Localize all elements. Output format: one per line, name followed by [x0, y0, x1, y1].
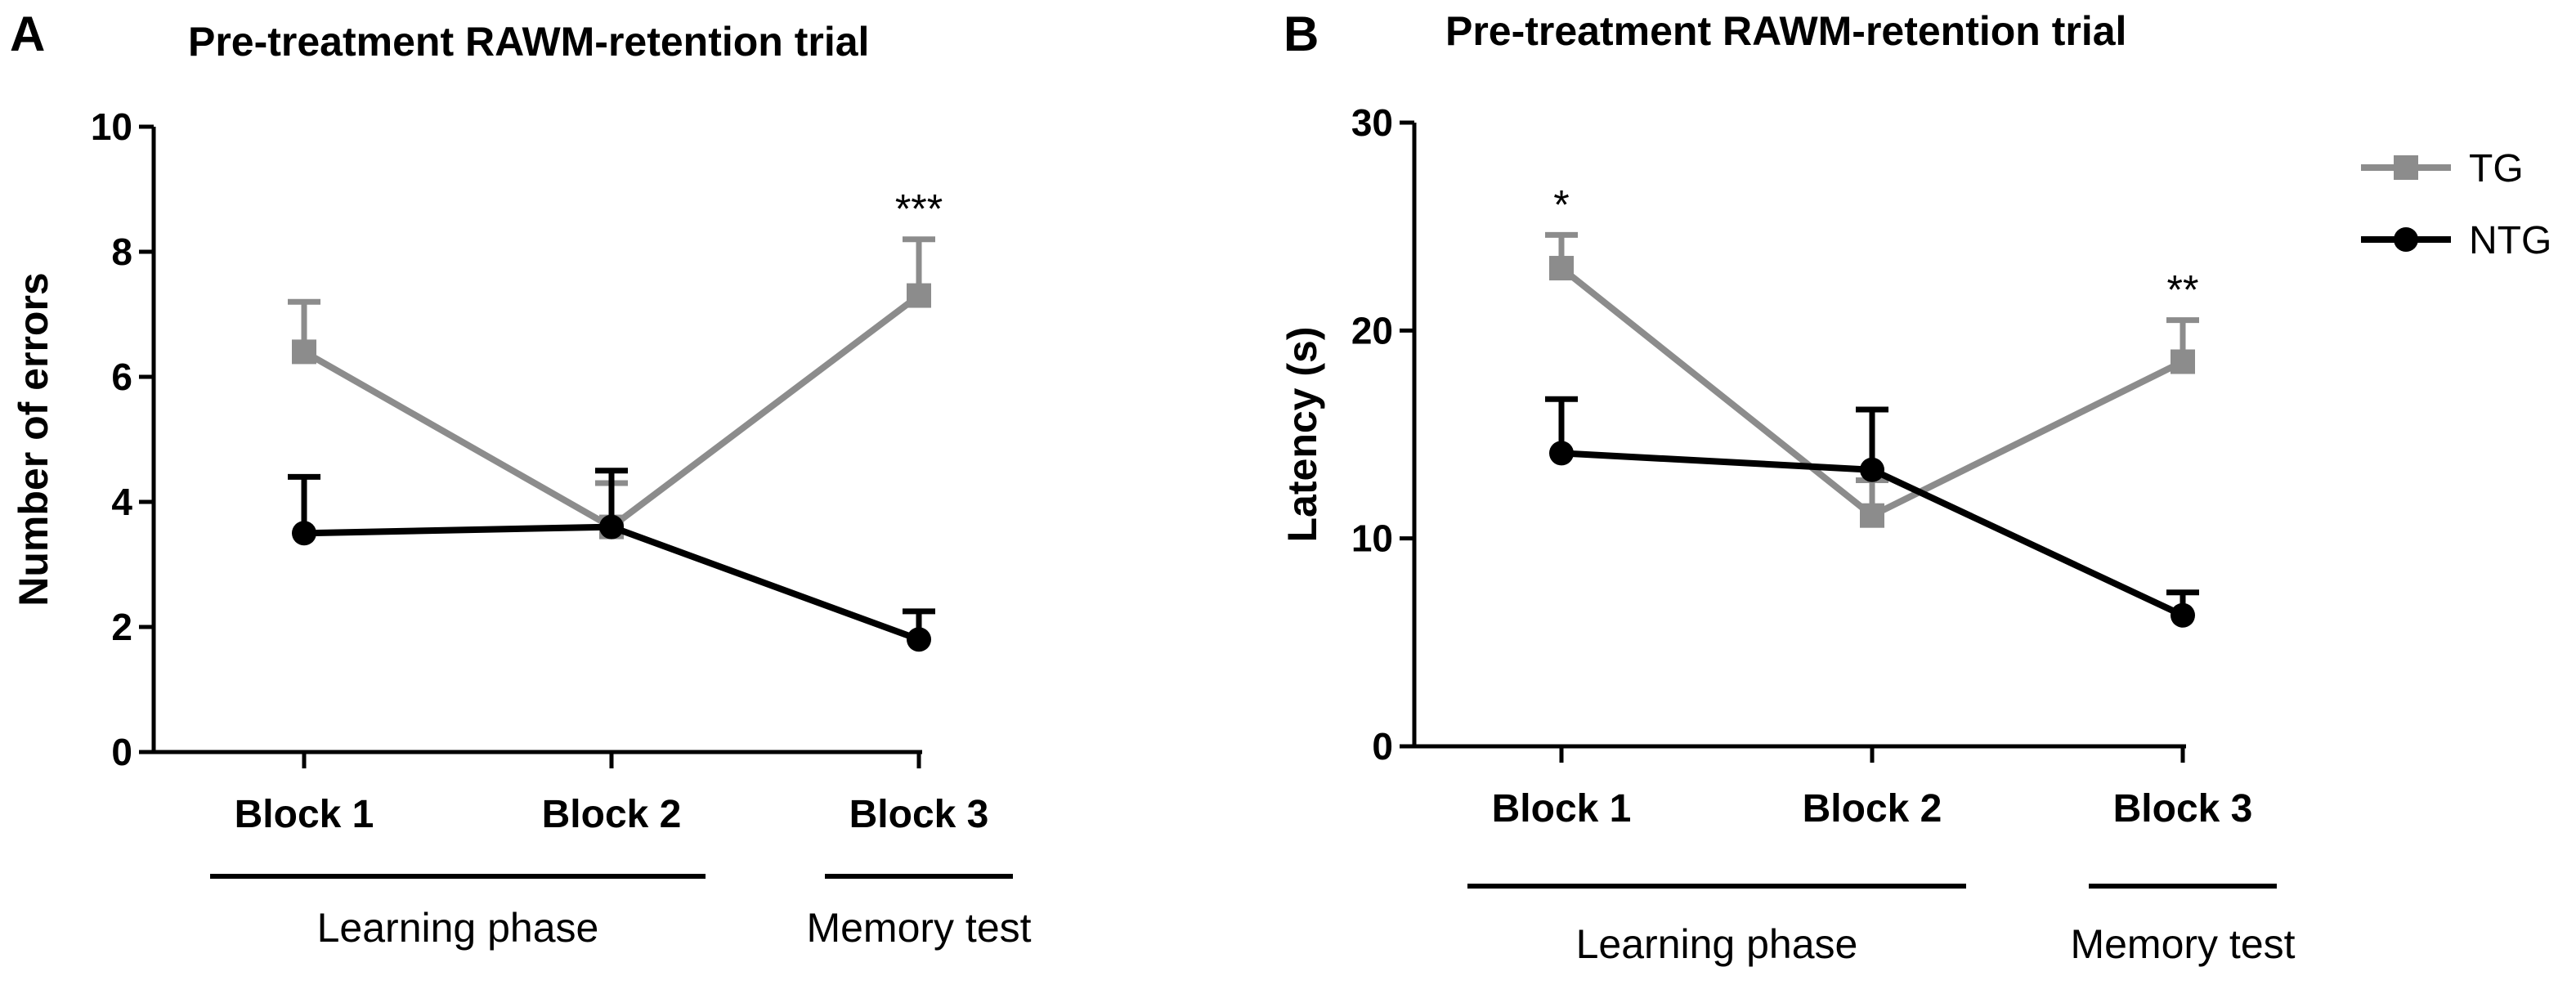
y-tick-label: 10	[91, 105, 132, 148]
data-point	[2171, 349, 2195, 374]
data-point	[1860, 503, 1884, 528]
legend: TG NTG	[2361, 147, 2551, 262]
phase-label: Learning phase	[317, 905, 599, 951]
data-point	[1549, 441, 1574, 466]
data-point	[2171, 602, 2195, 628]
panel-a: A Pre-treatment RAWM-retention trialNumbe…	[10, 7, 1032, 951]
data-point	[292, 339, 316, 365]
y-tick-label: 20	[1351, 309, 1393, 351]
series-line	[303, 523, 921, 643]
phase-label: Learning phase	[1576, 921, 1858, 967]
panel-letter: B	[1284, 7, 1319, 61]
x-tick-label: Block 1	[1492, 787, 1632, 831]
legend-marker	[2394, 227, 2418, 252]
panel-b: B Pre-treatment RAWM-retention trialLaten…	[1279, 7, 2551, 967]
panel-letter: A	[10, 7, 45, 61]
y-tick-label: 0	[1372, 725, 1393, 768]
y-tick-label: 8	[111, 231, 132, 273]
y-tick-label: 2	[111, 606, 132, 648]
data-point	[907, 283, 931, 308]
phase-label: Memory test	[2070, 921, 2295, 967]
significance-marker: **	[2167, 267, 2199, 313]
series-tg	[1545, 231, 2199, 528]
phase-label: Memory test	[806, 905, 1031, 951]
x-tick-label: Block 1	[235, 793, 374, 836]
data-point	[1549, 256, 1574, 281]
data-point	[1860, 457, 1884, 482]
x-tick-label: Block 2	[1803, 787, 1942, 831]
x-tick-label: Block 3	[2113, 787, 2253, 831]
data-point	[599, 514, 624, 540]
y-tick-label: 30	[1351, 101, 1393, 144]
significance-marker: ***	[895, 186, 943, 232]
legend-label: TG	[2469, 147, 2524, 190]
legend-label: NTG	[2469, 219, 2551, 262]
data-point	[292, 521, 316, 546]
y-tick-label: 0	[111, 731, 132, 773]
legend-marker	[2394, 155, 2418, 180]
y-tick-label: 6	[111, 356, 132, 398]
significance-marker: *	[1553, 181, 1569, 227]
x-tick-label: Block 2	[542, 793, 682, 836]
series-ntg	[288, 468, 935, 652]
chart-title: Pre-treatment RAWM-retention trial	[1445, 8, 2126, 54]
x-tick-label: Block 3	[849, 793, 989, 836]
y-tick-label: 4	[111, 481, 132, 523]
data-point	[907, 627, 931, 652]
y-tick-label: 10	[1351, 517, 1393, 560]
y-axis-label: Number of errors	[11, 272, 56, 606]
series-ntg	[1545, 396, 2199, 628]
y-axis-label: Latency (s)	[1279, 327, 1325, 543]
chart-title: Pre-treatment RAWM-retention trial	[188, 19, 869, 65]
